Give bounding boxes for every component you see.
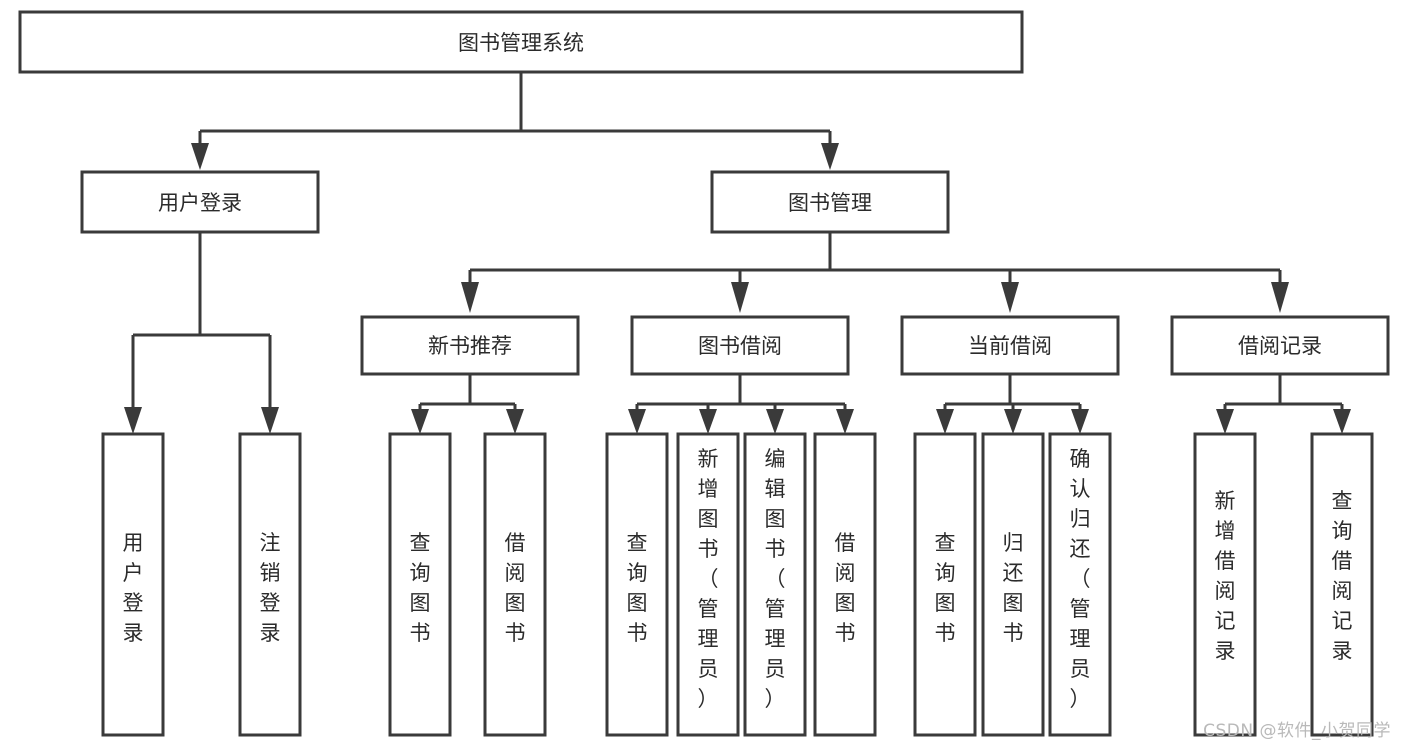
arrowhead-leaf-borrow-book-1: [506, 409, 524, 434]
node-leaf-query-book-3-label: 查询图书: [935, 531, 956, 645]
node-book-borrow-box[interactable]: [630, 315, 850, 376]
node-leaf-query-book-1-box[interactable]: [388, 432, 452, 737]
node-current-borrow-label: 当前借阅: [968, 334, 1052, 358]
node-leaf-return-book-label: 归还图书: [1003, 531, 1024, 645]
node-leaf-edit-book[interactable]: 编辑图书（管理员）: [743, 432, 807, 737]
arrowhead-leaf-confirm-return: [1071, 409, 1089, 434]
arrowhead-leaf-borrow-book-2: [836, 409, 854, 434]
node-book-manage[interactable]: 图书管理: [710, 170, 950, 234]
node-leaf-edit-book-label: 编辑图书（管理员）: [765, 447, 786, 711]
node-leaf-confirm-return[interactable]: 确认归还（管理员）: [1048, 432, 1112, 737]
arrowhead-current-borrow: [1001, 282, 1019, 313]
arrowhead-leaf-return-book: [1004, 409, 1022, 434]
connector-layer: [124, 72, 1351, 434]
node-leaf-add-record-box[interactable]: [1193, 432, 1257, 737]
node-root[interactable]: 图书管理系统: [18, 10, 1024, 74]
arrowhead-leaf-user-login: [124, 407, 142, 434]
arrowhead-leaf-edit-book: [766, 409, 784, 434]
node-new-book-recommend[interactable]: 新书推荐: [360, 315, 580, 376]
arrowhead-leaf-add-record: [1216, 409, 1234, 434]
node-leaf-query-record[interactable]: 查询借阅记录: [1310, 432, 1374, 737]
arrowhead-leaf-query-record: [1333, 409, 1351, 434]
arrowhead-new-book-recommend: [461, 282, 479, 313]
node-leaf-borrow-book-2-box[interactable]: [813, 432, 877, 737]
arrowhead-user-login: [191, 143, 209, 170]
node-leaf-user-login-label: 用户登录: [123, 531, 144, 645]
node-leaf-user-login-box[interactable]: [101, 432, 165, 737]
node-leaf-query-book-1-label: 查询图书: [410, 531, 431, 645]
arrowhead-leaf-logout-login: [261, 407, 279, 434]
node-leaf-user-login[interactable]: 用户登录: [101, 432, 165, 737]
node-leaf-borrow-book-2[interactable]: 借阅图书: [813, 432, 877, 737]
node-leaf-add-record[interactable]: 新增借阅记录: [1193, 432, 1257, 737]
node-leaf-borrow-book-1-label: 借阅图书: [505, 531, 526, 645]
node-book-borrow[interactable]: 图书借阅: [630, 315, 850, 376]
node-leaf-add-book-label: 新增图书（管理员）: [698, 447, 719, 711]
node-borrow-record-label: 借阅记录: [1238, 334, 1322, 358]
node-leaf-confirm-return-box[interactable]: [1048, 432, 1112, 737]
watermark-label: CSDN @软件_小贺同学: [1203, 721, 1391, 741]
node-borrow-record-box[interactable]: [1170, 315, 1390, 376]
arrowhead-leaf-add-book: [699, 409, 717, 434]
node-new-book-recommend-label: 新书推荐: [428, 334, 512, 358]
node-user-login-label: 用户登录: [158, 191, 242, 215]
node-user-login[interactable]: 用户登录: [80, 170, 320, 234]
node-leaf-add-book-box[interactable]: [676, 432, 740, 737]
node-root-label: 图书管理系统: [458, 31, 584, 55]
arrowhead-book-borrow: [731, 282, 749, 313]
node-leaf-query-book-3[interactable]: 查询图书: [913, 432, 977, 737]
node-leaf-return-book[interactable]: 归还图书: [981, 432, 1045, 737]
node-leaf-add-record-label: 新增借阅记录: [1215, 489, 1236, 663]
node-book-manage-label: 图书管理: [788, 191, 872, 215]
arrowhead-book-manage: [821, 143, 839, 170]
node-book-borrow-label: 图书借阅: [698, 334, 782, 358]
node-current-borrow-box[interactable]: [900, 315, 1120, 376]
node-current-borrow[interactable]: 当前借阅: [900, 315, 1120, 376]
node-leaf-query-book-2-label: 查询图书: [627, 531, 648, 645]
node-root-box[interactable]: [18, 10, 1024, 74]
arrowhead-leaf-query-book-1: [411, 409, 429, 434]
node-leaf-return-book-box[interactable]: [981, 432, 1045, 737]
node-leaf-add-book[interactable]: 新增图书（管理员）: [676, 432, 740, 737]
node-borrow-record[interactable]: 借阅记录: [1170, 315, 1390, 376]
arrowhead-leaf-query-book-2: [628, 409, 646, 434]
node-leaf-query-record-box[interactable]: [1310, 432, 1374, 737]
arrowhead-leaf-query-book-3: [936, 409, 954, 434]
node-user-login-box[interactable]: [80, 170, 320, 234]
node-leaf-query-book-2-box[interactable]: [605, 432, 669, 737]
arrowhead-borrow-record: [1271, 282, 1289, 313]
node-leaf-query-book-2[interactable]: 查询图书: [605, 432, 669, 737]
node-leaf-query-book-1[interactable]: 查询图书: [388, 432, 452, 737]
node-leaf-logout-login-box[interactable]: [238, 432, 302, 737]
node-leaf-borrow-book-1[interactable]: 借阅图书: [483, 432, 547, 737]
node-leaf-query-book-3-box[interactable]: [913, 432, 977, 737]
node-leaf-borrow-book-2-label: 借阅图书: [835, 531, 856, 645]
node-book-manage-box[interactable]: [710, 170, 950, 234]
node-leaf-logout-login[interactable]: 注销登录: [238, 432, 302, 737]
node-leaf-query-record-label: 查询借阅记录: [1332, 489, 1353, 663]
node-new-book-recommend-box[interactable]: [360, 315, 580, 376]
node-leaf-edit-book-box[interactable]: [743, 432, 807, 737]
node-leaf-borrow-book-1-box[interactable]: [483, 432, 547, 737]
node-leaf-logout-login-label: 注销登录: [260, 531, 281, 645]
node-leaf-confirm-return-label: 确认归还（管理员）: [1070, 447, 1091, 711]
